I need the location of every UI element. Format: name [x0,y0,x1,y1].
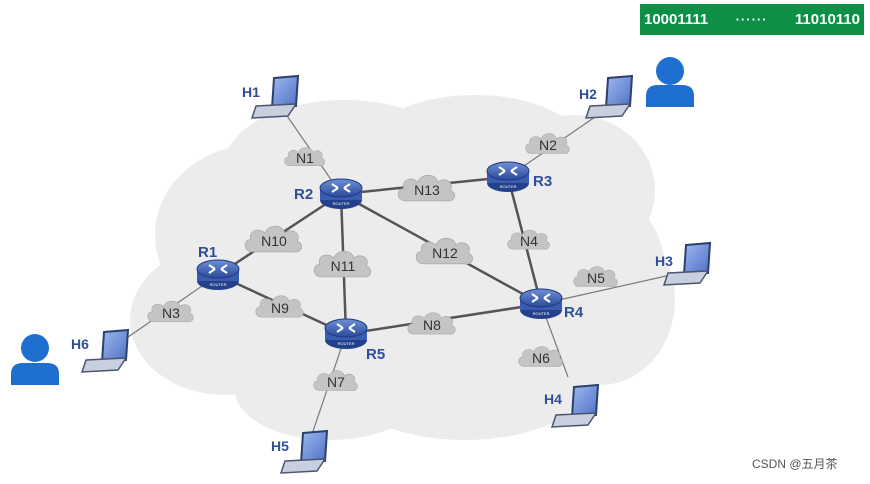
user-icon-top-right [646,57,694,107]
host-label-h3: H3 [655,253,673,269]
router-label-r1: R1 [198,244,217,261]
laptop-h2 [584,74,634,119]
bitstream-left: 10001111 [644,11,709,28]
network-label-n9: N9 [271,300,289,316]
router-badge: ROUTER [333,201,350,206]
network-n2: N2 [525,133,570,154]
user-icon-left [11,334,59,385]
network-n13: N13 [397,174,456,202]
bitstream-right: 11010110 [794,11,860,28]
router-r2: ROUTER [319,178,363,209]
laptop-h3 [662,241,712,286]
network-n8: N8 [407,312,456,335]
network-n4: N4 [507,229,550,250]
routers: ROUTER ROUTER ROUTER ROUTER [196,161,563,349]
router-arrows-icon [531,293,551,303]
host-labels: H1 H2 H3 H4 H5 H6 [71,84,673,454]
host-label-h2: H2 [579,86,597,102]
network-label-n6: N6 [532,350,550,366]
network-label-n7: N7 [327,374,345,390]
router-badge: ROUTER [210,282,227,287]
host-label-h5: H5 [271,438,289,454]
network-label-n1: N1 [296,150,314,166]
network-label-n12: N12 [432,245,458,261]
link-h3-r4 [540,273,676,305]
laptop-h1 [250,74,300,119]
router-r5: ROUTER [324,318,368,349]
router-badge: ROUTER [338,341,355,346]
network-n5: N5 [573,266,618,287]
host-label-h4: H4 [544,391,562,407]
laptop-h6 [80,328,130,373]
laptop-h4 [550,383,600,428]
network-label-n5: N5 [587,270,605,286]
network-label-n8: N8 [423,317,441,333]
network-label-n13: N13 [414,182,440,198]
network-n7: N7 [313,370,358,391]
router-r3: ROUTER [486,161,530,192]
watermark: CSDN @五月茶 [752,457,838,471]
network-label-n11: N11 [331,258,356,274]
network-label-n4: N4 [520,233,538,249]
router-arrows-icon [331,183,351,193]
router-arrows-icon [208,264,228,274]
network-n11: N11 [313,250,372,278]
laptop-h5 [279,429,329,474]
host-label-h6: H6 [71,336,89,352]
router-labels: R1 R2 R3 R4 R5 [198,173,584,363]
network-n12: N12 [415,237,474,265]
host-label-h1: H1 [242,84,260,100]
router-arrows-icon [498,166,518,176]
router-badge: ROUTER [500,184,517,189]
network-n9: N9 [255,295,304,318]
router-r1: ROUTER [196,259,240,290]
network-label-n2: N2 [539,137,557,153]
bitstream-ellipsis: ······ [735,12,768,27]
network-label-n10: N10 [261,233,287,249]
network-n10: N10 [244,225,303,253]
router-label-r4: R4 [564,304,584,321]
network-n1: N1 [284,147,326,167]
router-label-r3: R3 [533,173,552,190]
router-badge: ROUTER [533,311,550,316]
router-label-r2: R2 [294,186,313,203]
network-label-n3: N3 [162,305,180,321]
network-clouds: N1 N2 N3 N4 N5 N6 N7 N8 N9 N10 N11 N12 N… [147,133,618,391]
bitstream-banner: 10001111 ······ 11010110 [640,4,864,35]
network-n6: N6 [518,346,563,367]
router-r4: ROUTER [519,288,563,319]
router-label-r5: R5 [366,346,385,363]
network-n3: N3 [147,300,194,323]
hosts [80,74,712,474]
router-arrows-icon [336,323,356,333]
